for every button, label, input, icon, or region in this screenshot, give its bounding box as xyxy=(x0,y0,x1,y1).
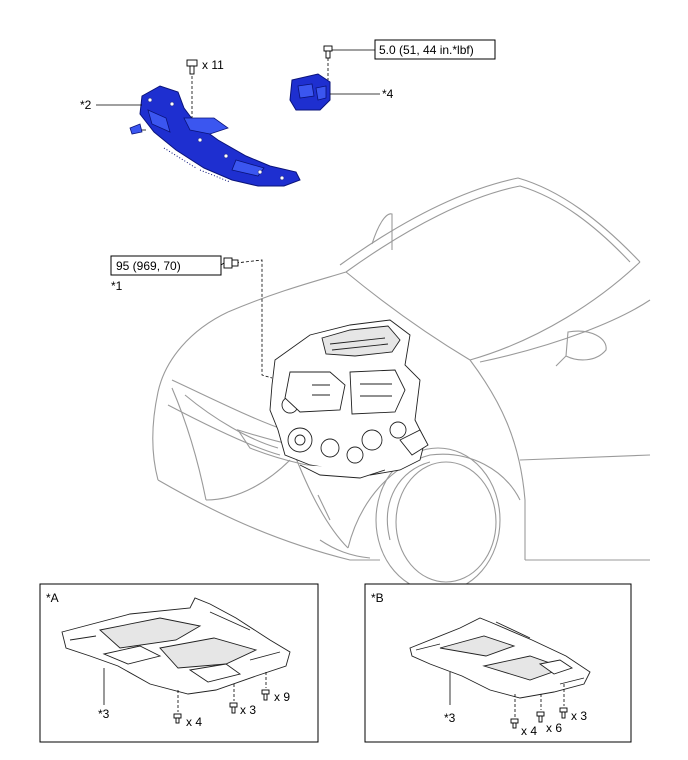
clip-icon xyxy=(173,713,182,724)
bracket-part-4 xyxy=(289,73,331,111)
panel-a-part-label: *3 xyxy=(98,707,110,721)
engine-under-cover-a xyxy=(61,597,291,695)
torque-part-1: 95 (969, 70) xyxy=(116,259,181,273)
bracket-bolt xyxy=(323,45,333,59)
cover-bolt xyxy=(186,59,198,75)
panel-b-title: *B xyxy=(371,591,384,605)
callout-part-2: *2 xyxy=(80,98,92,112)
panel-b-count-1: x 4 xyxy=(521,724,537,738)
clip-icon xyxy=(510,718,519,729)
panel-a-count-3: x 9 xyxy=(274,690,290,704)
panel-a-count-1: x 4 xyxy=(186,715,202,729)
clip-icon xyxy=(536,711,545,723)
panel-b-count-2: x 6 xyxy=(546,721,562,735)
panel-b-count-3: x 3 xyxy=(571,709,587,723)
panel-a-count-2: x 3 xyxy=(240,703,256,717)
clip-icon xyxy=(229,702,238,714)
engine-under-cover-b xyxy=(409,617,591,699)
vehicle-outline xyxy=(152,177,651,593)
callout-part-4: *4 xyxy=(382,87,394,101)
torque-part-4: 5.0 (51, 44 in.*lbf) xyxy=(379,43,474,57)
panel-b-part-label: *3 xyxy=(444,711,456,725)
torque-box-part-1 xyxy=(110,255,222,276)
cowl-top-cover xyxy=(129,85,301,187)
bolt-icon xyxy=(559,707,568,719)
panel-a-title: *A xyxy=(46,591,59,605)
bolt-icon xyxy=(261,689,270,701)
engine-assembly xyxy=(269,319,429,479)
torque-box-part-4 xyxy=(374,39,496,60)
engine-mount-bolt xyxy=(223,257,239,269)
bolt-count-part-2: x 11 xyxy=(202,58,224,72)
callout-part-1: *1 xyxy=(111,279,123,293)
